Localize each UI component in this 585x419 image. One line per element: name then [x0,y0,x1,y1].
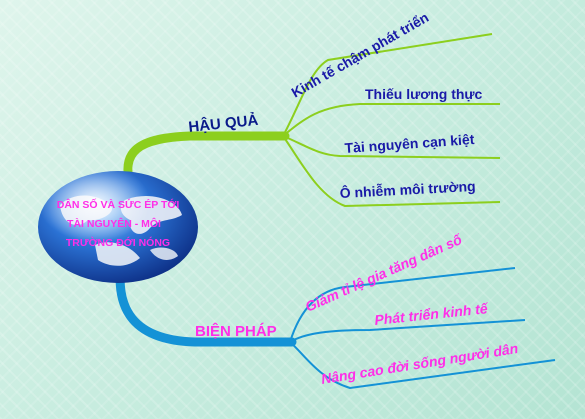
branch-line-bien-phap-1 [289,267,516,343]
branch-line-bien-phap-2 [289,319,526,343]
center-title-line-2: TÀI NGUYÊN - MÔI [67,217,161,230]
branch-line-hau-qua-3 [282,135,501,159]
consequence-item-3: Tài nguyên cạn kiệt [344,131,475,156]
globe-icon [38,171,198,283]
consequence-item-2: Thiếu lương thực [365,86,483,102]
branch-line-hau-qua-2 [282,103,500,137]
center-title-line-3: TRƯỜNG ĐỚI NÓNG [66,236,170,249]
solution-item-3: Nâng cao đời sống người dân [320,340,519,387]
branch-line-bien-phap-3 [289,341,556,390]
branch-title-bien-phap: BIỆN PHÁP [195,322,277,340]
consequence-item-4: Ô nhiễm môi trường [339,177,476,201]
solution-item-1: Giảm tỉ lệ gia tăng dân số [303,231,466,315]
branch-line-hau-qua-4 [282,135,501,208]
branch-line-hau-qua-1 [282,33,493,137]
center-title-line-1: DÂN SỐ VÀ SỨC ÉP TỚI [57,197,180,211]
